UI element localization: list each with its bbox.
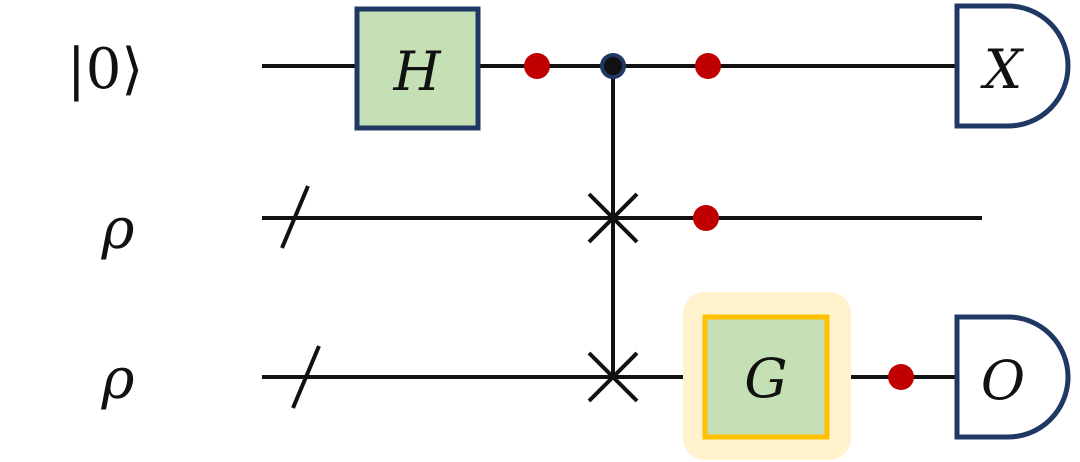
marker-dot-top-1 xyxy=(524,53,550,79)
marker-dot-bottom xyxy=(888,364,914,390)
register-slash-middle xyxy=(280,185,310,249)
qubit-label-1: ρ xyxy=(101,197,135,262)
control-dot xyxy=(600,53,626,79)
swap-cross-bottom xyxy=(587,351,639,403)
register-slash-bottom xyxy=(291,345,321,409)
measurement-meter-bottom: O xyxy=(954,314,1071,440)
measurement-top-label: X xyxy=(980,38,1025,101)
marker-dot-middle xyxy=(693,205,719,231)
hadamard-gate-label: H xyxy=(392,40,441,103)
measurement-bottom-label: O xyxy=(981,349,1025,412)
g-gate: G xyxy=(683,292,851,460)
measurement-meter-top: X xyxy=(954,3,1071,129)
qubit-label-2: ρ xyxy=(101,347,135,412)
marker-dot-top-2 xyxy=(695,53,721,79)
hadamard-gate: H xyxy=(354,6,481,131)
swap-cross-middle xyxy=(587,192,639,244)
g-gate-label: G xyxy=(744,347,787,410)
qubit-label-0: |0⟩ xyxy=(67,37,143,102)
